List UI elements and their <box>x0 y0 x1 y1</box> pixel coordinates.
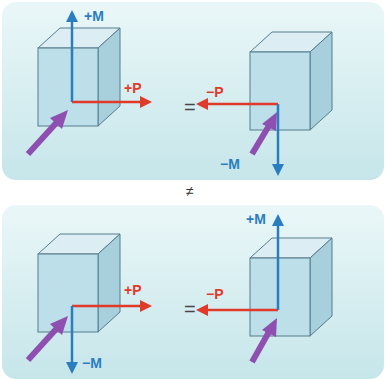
vector-label: −M <box>82 355 102 371</box>
cube <box>250 32 332 130</box>
not-equal-sign: ≠ <box>186 183 194 199</box>
panel-ground <box>2 2 384 180</box>
vector-label: = <box>184 96 196 118</box>
panel: +M +P = −P −M <box>2 2 384 180</box>
vector-label: −P <box>206 286 224 302</box>
vector-label: −P <box>206 84 224 100</box>
vector-label: = <box>184 298 196 320</box>
vector-label: +P <box>124 80 142 96</box>
cube <box>38 28 120 126</box>
vector-label: +P <box>124 282 142 298</box>
panel-ground <box>2 205 384 379</box>
vector-label: +M <box>84 8 104 24</box>
vector-label: −M <box>220 156 240 172</box>
vector-label: +M <box>246 211 266 227</box>
cube <box>250 238 332 336</box>
cube <box>38 234 120 332</box>
panel: +P = −P −M +M <box>2 205 384 379</box>
